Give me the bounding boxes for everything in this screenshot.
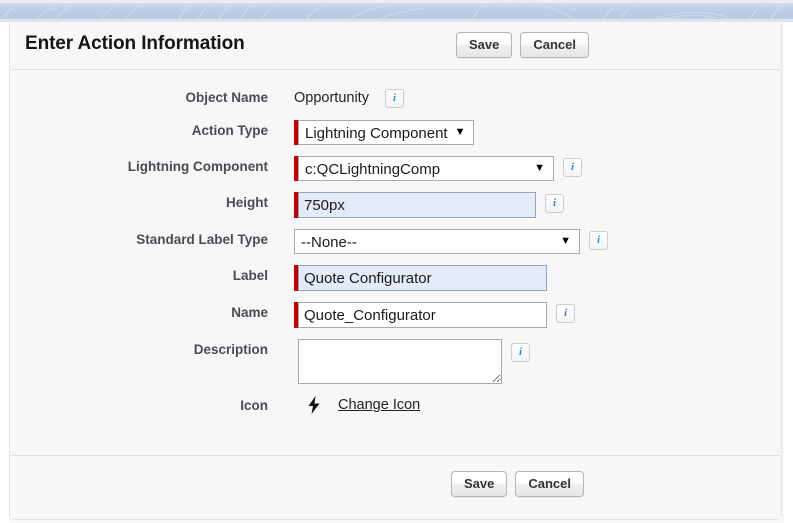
decorative-header-banner (0, 0, 793, 22)
label-name: Name (231, 305, 268, 320)
banner-top-edge (0, 0, 793, 3)
lightning-component-selected-value: c:QCLightningComp (305, 161, 441, 178)
description-textarea[interactable] (298, 339, 502, 384)
field-label (294, 265, 547, 291)
field-row-description: Description i (10, 339, 781, 384)
header-button-group: Save Cancel (455, 32, 589, 58)
field-row-object-name: Object Name Opportunity i (10, 87, 781, 109)
lightning-bolt-icon (306, 396, 322, 419)
field-row-standard-label-type: Standard Label Type --None-- ▼ i (10, 229, 781, 254)
field-row-name: Name i (10, 302, 781, 328)
height-input[interactable] (298, 192, 536, 218)
right-gutter (784, 22, 793, 523)
header-save-button[interactable]: Save (455, 32, 513, 58)
chevron-down-icon-action-type: ▼ (454, 126, 466, 138)
action-information-panel: Enter Action Information Save Cancel Obj… (9, 24, 782, 520)
label-lightning-component: Lightning Component (127, 159, 268, 174)
required-marker-action-type (294, 120, 298, 145)
info-icon-name[interactable]: i (556, 304, 575, 323)
banner-pattern (0, 0, 790, 22)
footer-button-group: Save Cancel (451, 471, 585, 497)
chevron-down-icon-lightning-component: ▼ (534, 162, 545, 174)
label-standard-label-type: Standard Label Type (136, 232, 268, 247)
lightning-bolt-glyph (308, 396, 320, 414)
object-name-value: Opportunity (294, 90, 369, 106)
label-action-type: Action Type (191, 123, 268, 138)
required-marker-name (294, 302, 298, 328)
change-icon-link[interactable]: Change Icon (338, 397, 421, 413)
lightning-component-select[interactable]: c:QCLightningComp ▼ (298, 156, 554, 181)
action-type-selected-value: Lightning Component (305, 125, 448, 142)
label-input[interactable] (298, 265, 547, 291)
left-gutter (0, 22, 9, 523)
action-information-form: Object Name Opportunity i Action Type Li… (10, 70, 781, 454)
field-height: i (294, 192, 564, 218)
label-description: Description (193, 342, 268, 357)
field-name: i (294, 302, 575, 328)
label-label: Label (232, 268, 268, 283)
info-icon-standard-label-type[interactable]: i (589, 231, 608, 250)
label-icon: Icon (240, 398, 268, 413)
info-icon-lightning-component[interactable]: i (563, 158, 582, 177)
chevron-down-icon-standard-label-type: ▼ (560, 235, 571, 247)
field-icon: Change Icon (306, 395, 420, 419)
footer-cancel-button[interactable]: Cancel (515, 471, 585, 497)
header-cancel-button[interactable]: Cancel (520, 32, 589, 58)
field-row-icon: Icon Change Icon (10, 395, 781, 419)
banner-bottom-edge (0, 19, 793, 22)
footer-save-button[interactable]: Save (451, 471, 508, 497)
field-object-name: Opportunity i (294, 87, 404, 109)
panel-footer: Save Cancel (10, 455, 781, 519)
standard-label-type-selected-value: --None-- (301, 234, 357, 251)
field-description: i (298, 339, 530, 384)
field-row-height: Height i (10, 192, 781, 218)
name-input[interactable] (298, 302, 547, 328)
page-title: Enter Action Information (25, 33, 245, 54)
info-icon-description[interactable]: i (511, 343, 530, 362)
required-marker-lightning-component (294, 156, 298, 181)
required-marker-label (294, 265, 298, 291)
action-type-select[interactable]: Lightning Component ▼ (298, 120, 474, 145)
field-row-lightning-component: Lightning Component c:QCLightningComp ▼ i (10, 156, 781, 181)
field-standard-label-type: --None-- ▼ i (294, 229, 608, 254)
page-body: Enter Action Information Save Cancel Obj… (0, 22, 793, 523)
field-action-type: Lightning Component ▼ (294, 120, 474, 145)
panel-header: Enter Action Information Save Cancel (10, 24, 781, 70)
info-icon-height[interactable]: i (545, 194, 564, 213)
field-row-label: Label (10, 265, 781, 291)
info-icon-object-name[interactable]: i (384, 89, 404, 108)
field-row-action-type: Action Type Lightning Component ▼ (10, 120, 781, 145)
label-object-name: Object Name (185, 90, 268, 105)
required-marker-height (294, 192, 298, 218)
field-lightning-component: c:QCLightningComp ▼ i (294, 156, 582, 181)
label-height: Height (226, 195, 268, 210)
standard-label-type-select[interactable]: --None-- ▼ (294, 229, 580, 254)
